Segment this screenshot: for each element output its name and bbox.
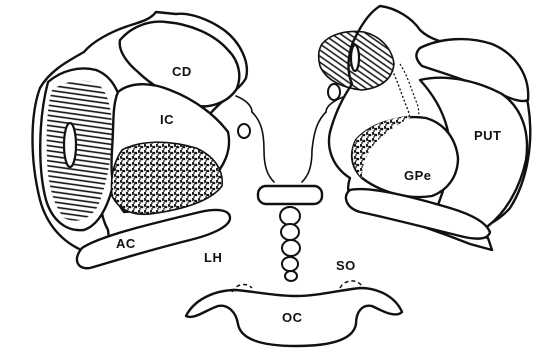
left-small-oval xyxy=(238,124,250,138)
right-lesion-oval xyxy=(351,45,359,71)
label-ac: AC xyxy=(116,236,136,251)
midline-oval-2 xyxy=(281,224,299,240)
left-gp-stipple xyxy=(111,142,222,214)
label-oc: OC xyxy=(282,310,303,325)
label-put: PUT xyxy=(474,128,502,143)
midline-oval-5 xyxy=(285,271,297,281)
left-lesion-oval xyxy=(64,123,76,167)
midline-structures xyxy=(236,96,346,281)
label-lh: LH xyxy=(204,250,222,265)
right-small-oval xyxy=(328,84,340,100)
ventricle-top-left xyxy=(236,96,252,112)
third-ventricle-left-wall xyxy=(252,112,274,182)
midline-oval-1 xyxy=(280,207,300,225)
third-ventricle-right-wall xyxy=(302,112,326,182)
midline-oval-3 xyxy=(282,240,300,256)
midline-bar xyxy=(258,186,322,204)
left-hemisphere xyxy=(33,12,251,268)
label-gpe: GPe xyxy=(404,168,432,183)
label-so: SO xyxy=(336,258,356,273)
midline-oval-4 xyxy=(282,257,298,271)
label-ic: IC xyxy=(160,112,174,127)
label-cd: CD xyxy=(172,64,192,79)
